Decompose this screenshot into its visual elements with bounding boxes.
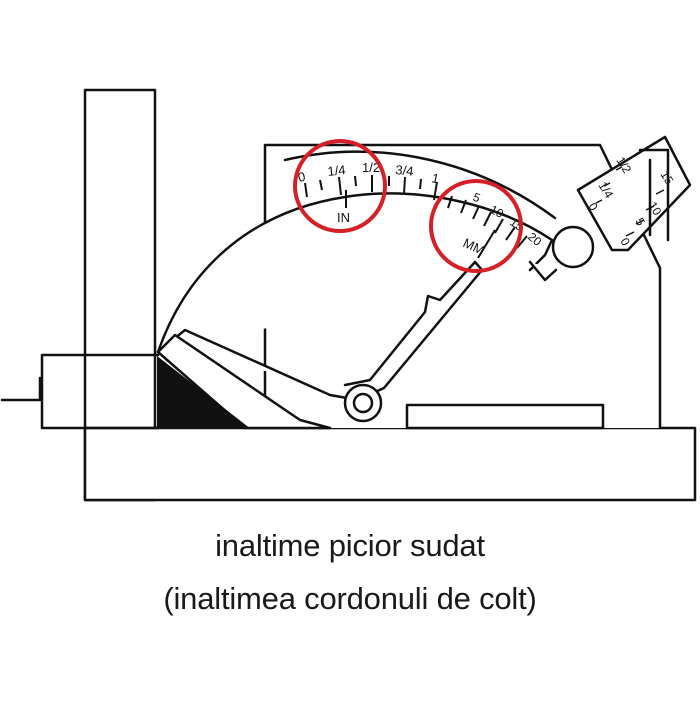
mm-tick-marks xyxy=(447,195,528,259)
base-plate xyxy=(83,426,697,502)
pointer-arm xyxy=(156,260,484,402)
pivot-hole xyxy=(352,392,374,414)
leg-bracket xyxy=(0,353,160,430)
scale-band-outer xyxy=(283,150,557,220)
inch-tick-label: 1/2 xyxy=(362,160,380,175)
gauge-slot xyxy=(405,403,605,430)
caption-line-1: inaltime picior sudat xyxy=(215,528,485,563)
inch-unit-label: IN xyxy=(337,210,350,225)
pivot-knob xyxy=(343,383,383,423)
inch-scale-labels: 0 1/4 1/2 3/4 1 IN xyxy=(297,160,441,225)
inch-tick-label: 3/4 xyxy=(395,162,415,179)
inch-tick-label: 1 xyxy=(430,170,440,186)
side-scale xyxy=(576,135,692,252)
lock-knob xyxy=(551,225,595,269)
inch-tick-label: 1/4 xyxy=(327,162,347,179)
inch-tick-label: 0 xyxy=(297,169,307,185)
mm-scale-highlight xyxy=(429,179,523,273)
pointer-tip xyxy=(528,260,558,282)
weld-fillet xyxy=(157,355,251,429)
inch-tick-marks xyxy=(304,175,438,208)
mm-tick-label: 10 xyxy=(488,202,507,221)
mm-tick-label: 5 xyxy=(471,190,483,206)
caption-line-2: (inaltimea cordonuli de colt) xyxy=(163,581,537,616)
side-scale-ticks xyxy=(595,166,665,237)
inch-scale-highlight xyxy=(293,139,387,233)
